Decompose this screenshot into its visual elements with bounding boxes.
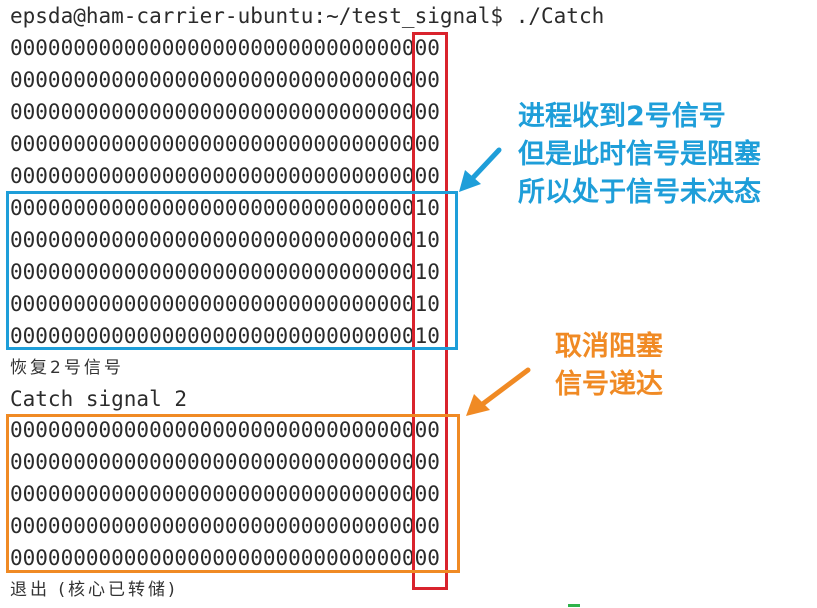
pending-line: 0000000000000000000000000000000010 xyxy=(10,228,440,252)
output-line: 0000000000000000000000000000000000 xyxy=(10,450,440,474)
cursor-mark xyxy=(568,604,580,607)
output-line: 0000000000000000000000000000000000 xyxy=(10,68,440,92)
pending-explanation-note: 进程收到2号信号 但是此时信号是阻塞 所以处于信号未决态 xyxy=(518,101,761,208)
unblock-explanation-note: 取消阻塞 信号递达 xyxy=(555,331,663,400)
output-line: 0000000000000000000000000000000000 xyxy=(10,514,440,538)
output-line: 0000000000000000000000000000000000 xyxy=(10,164,440,188)
output-line: 0000000000000000000000000000000000 xyxy=(10,546,440,570)
pending-line: 0000000000000000000000000000000010 xyxy=(10,196,440,220)
restore-signal-text: 恢复2号信号 xyxy=(10,358,124,378)
pending-line: 0000000000000000000000000000000010 xyxy=(10,260,440,284)
blue-arrow-icon xyxy=(459,147,502,192)
pending-line: 0000000000000000000000000000000010 xyxy=(10,324,440,348)
delivered-block-highlight xyxy=(6,414,460,573)
output-line: 0000000000000000000000000000000000 xyxy=(10,132,440,156)
pending-line: 0000000000000000000000000000000010 xyxy=(10,292,440,316)
orange-arrow-icon xyxy=(466,367,531,416)
exit-core-dump-text: 退出 (核心已转储) xyxy=(10,580,178,600)
output-line: 0000000000000000000000000000000000 xyxy=(10,482,440,506)
pending-block-highlight xyxy=(6,191,458,350)
catch-signal-line: Catch signal 2 xyxy=(10,387,188,411)
output-line: 0000000000000000000000000000000000 xyxy=(10,36,440,60)
output-line: 0000000000000000000000000000000000 xyxy=(10,418,440,442)
pending-bit-column-highlight xyxy=(412,32,448,590)
output-line: 0000000000000000000000000000000000 xyxy=(10,100,440,124)
prompt-line: epsda@ham-carrier-ubuntu:~/test_signal$ … xyxy=(10,4,605,28)
